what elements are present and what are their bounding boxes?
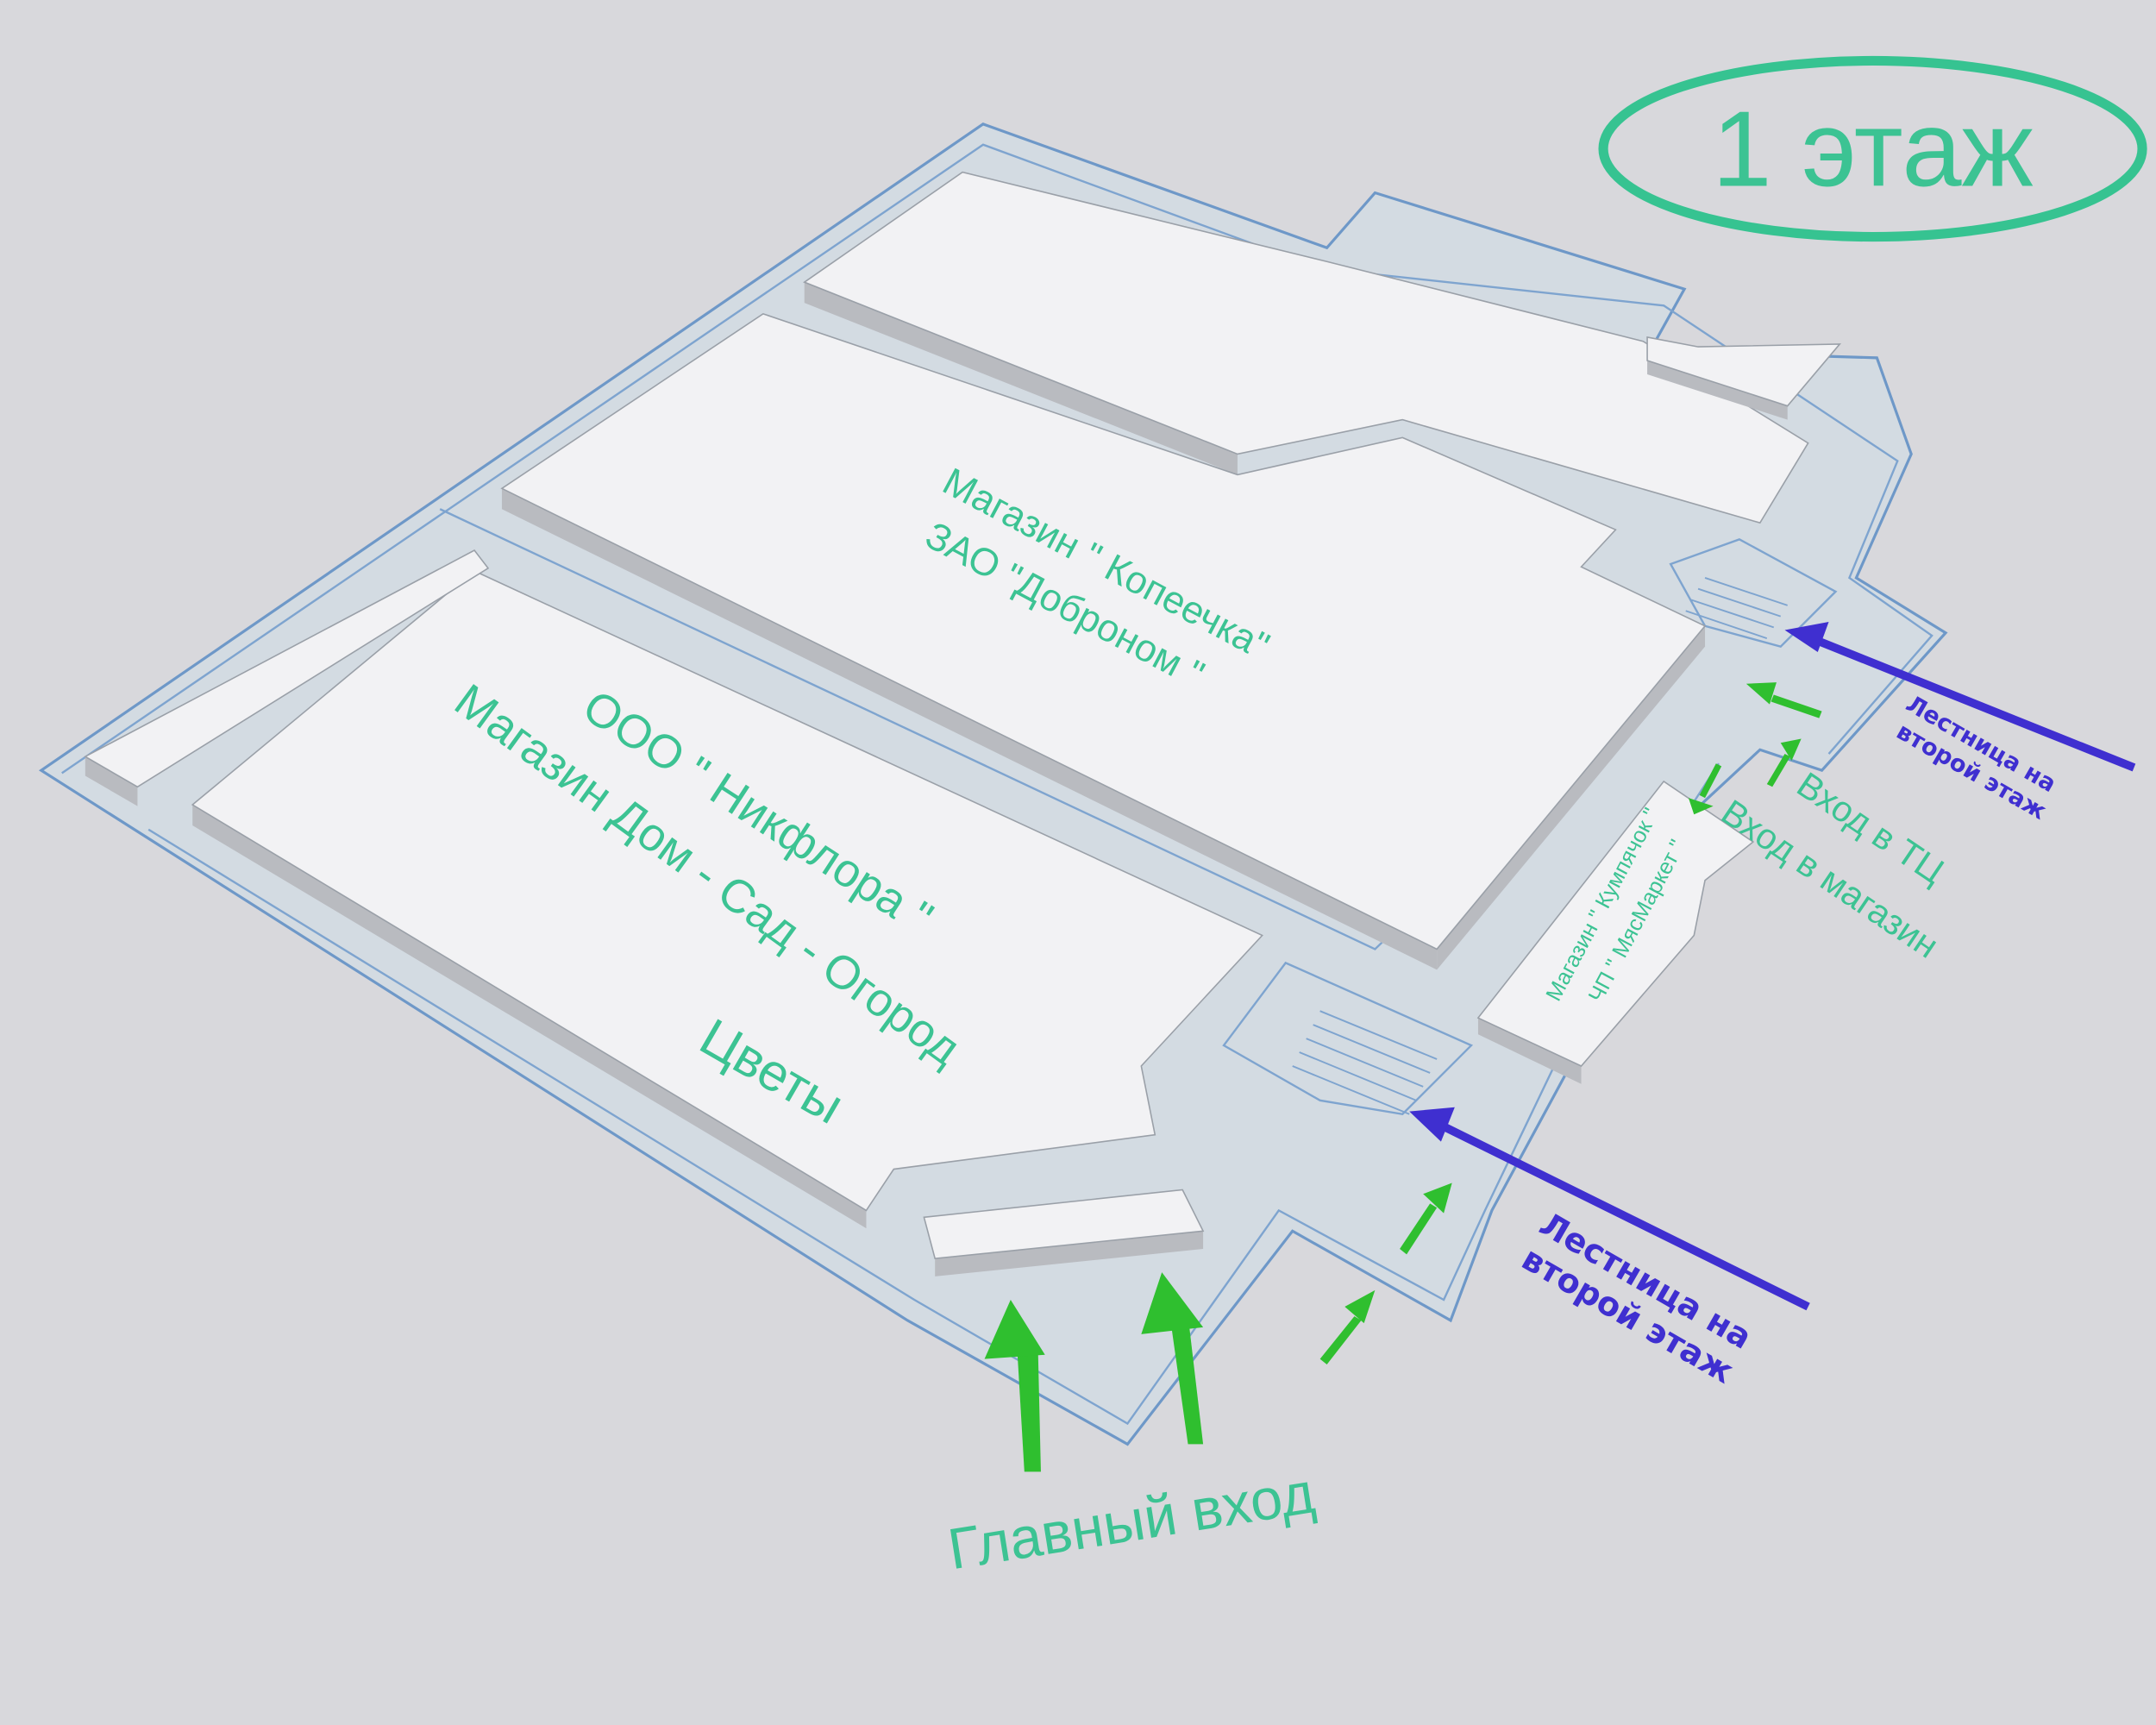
block-left-strip (84, 549, 490, 806)
arrow-down-icon (1688, 763, 1722, 815)
arrow-up-icon (1319, 1289, 1376, 1364)
block-entrance (923, 1189, 1205, 1276)
arrow-left-icon (1409, 1107, 1455, 1142)
arrow-up-icon (1141, 1272, 1204, 1445)
arrow-left-icon (1745, 682, 1822, 718)
floor-title: 1 этаж (1712, 90, 2033, 210)
arrow-up-icon (984, 1300, 1045, 1472)
arrow-up-icon (1400, 1182, 1452, 1255)
arrow-up-icon (1766, 738, 1802, 787)
floor-badge (1598, 55, 2147, 242)
arrow-left-icon (1784, 621, 1829, 653)
staircase-lower (1222, 961, 1474, 1116)
stairs-pointer-upper (1784, 621, 2136, 772)
entrance-arrows (984, 682, 1822, 1472)
stairs-pointer-lower (1409, 1107, 1810, 1311)
block-kumpyachok (1476, 780, 1755, 1084)
block-top-right (1646, 336, 1842, 420)
staircase-upper (1669, 538, 1838, 649)
floor-outline (38, 122, 1948, 1446)
block-nikflora (191, 570, 1263, 1229)
block-top (803, 171, 1809, 524)
block-kopeechka (500, 312, 1707, 970)
